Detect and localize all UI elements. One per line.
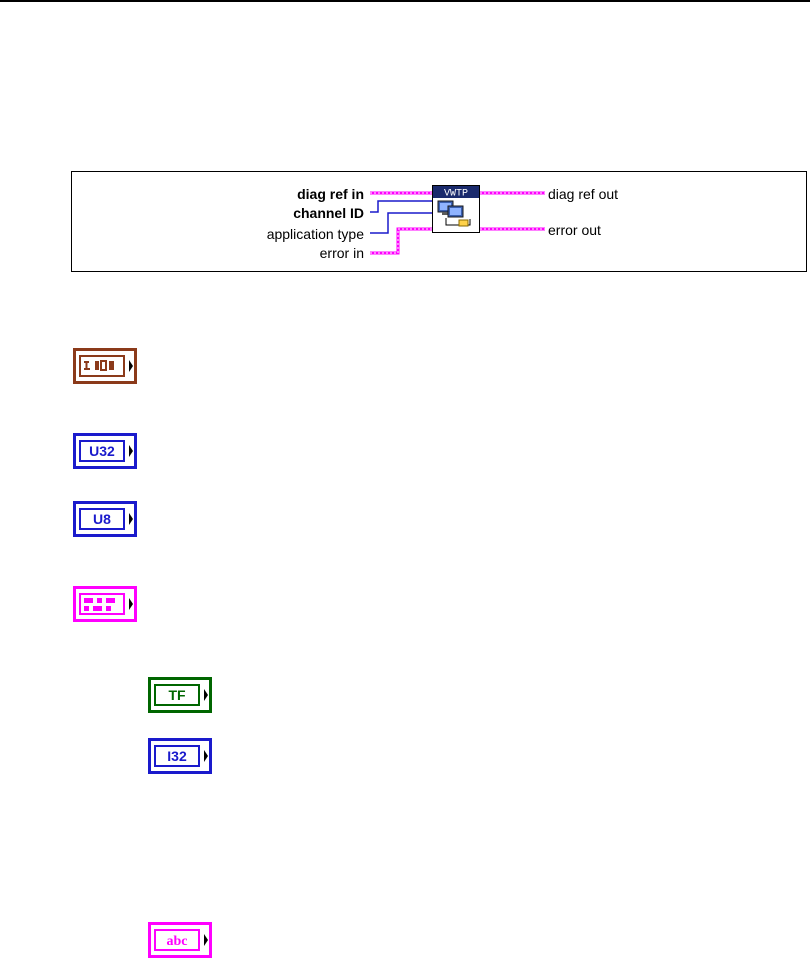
- vwtp-vi-icon[interactable]: VWTP: [432, 185, 480, 233]
- channel-id-label: channel ID: [293, 205, 364, 221]
- diag-ref-out-label: diag ref out: [548, 186, 619, 202]
- svg-text:I32: I32: [167, 748, 187, 764]
- vi-banner-text: VWTP: [444, 189, 468, 200]
- diag-ref-in-label: diag ref in: [297, 186, 364, 202]
- channel-id-terminal: U32: [73, 433, 137, 469]
- top-rule: [0, 0, 810, 2]
- svg-text:U8: U8: [93, 511, 111, 527]
- status-terminal: TF: [148, 677, 212, 713]
- connector-pane-frame: [71, 171, 807, 272]
- error-in-terminal: [73, 586, 137, 622]
- error-out-label: error out: [548, 222, 601, 238]
- diag-ref-in-terminal: [73, 348, 137, 384]
- application-type-label: application type: [266, 226, 364, 242]
- error-in-label: error in: [319, 245, 364, 261]
- svg-text:U32: U32: [89, 443, 115, 459]
- code-terminal: I32: [148, 738, 212, 774]
- svg-text:TF: TF: [168, 687, 186, 703]
- svg-text:abc: abc: [167, 934, 188, 949]
- source-terminal: abc: [148, 922, 212, 958]
- application-type-terminal: U8: [73, 501, 137, 537]
